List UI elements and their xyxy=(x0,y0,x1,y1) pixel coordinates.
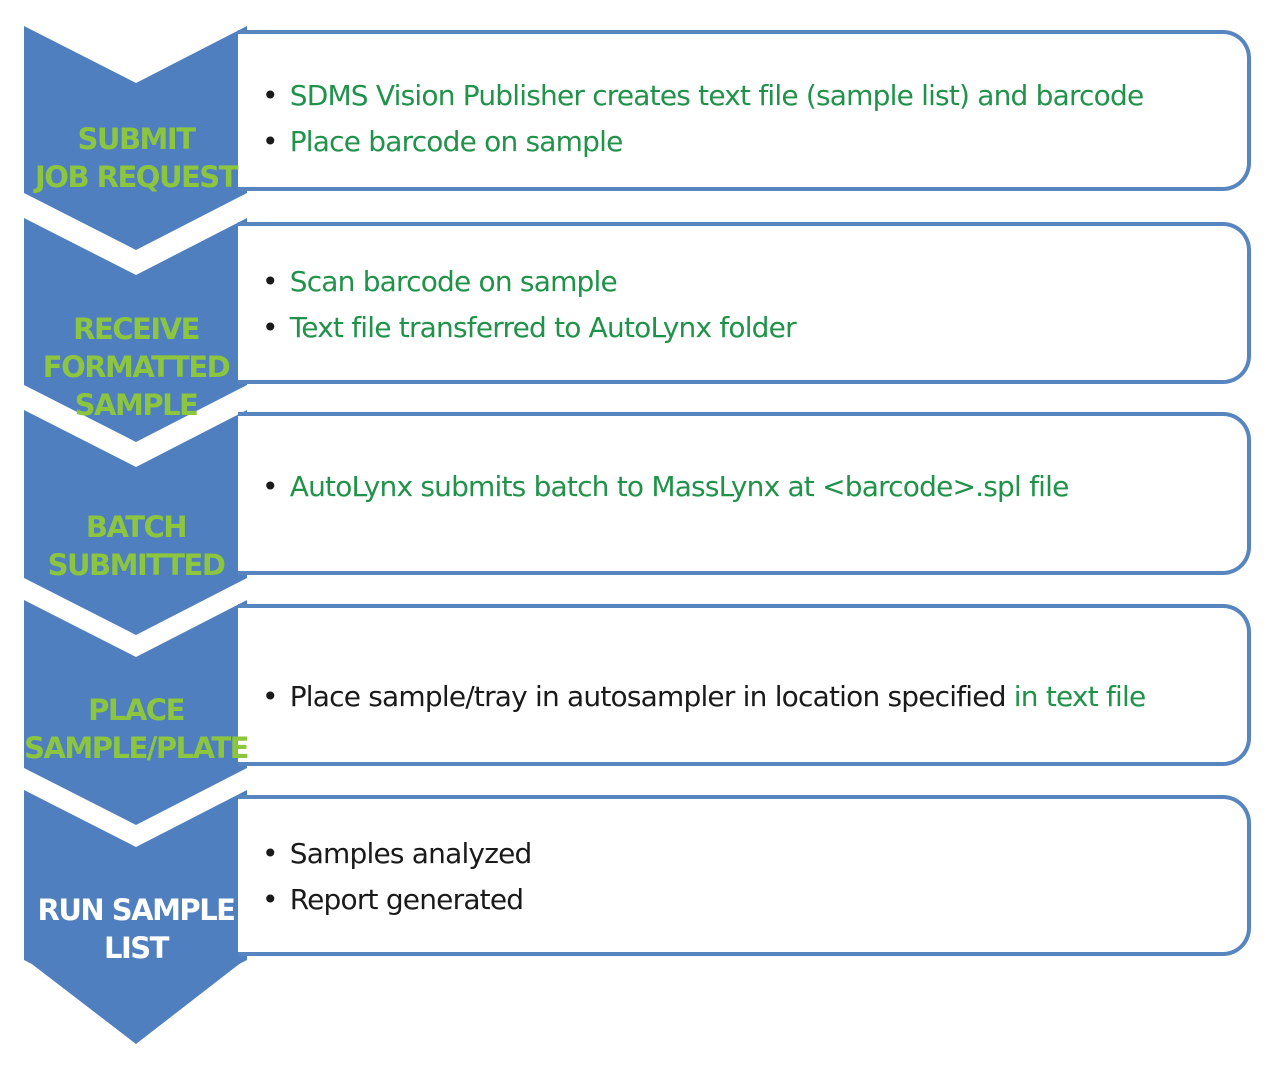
chevron-step-3 xyxy=(24,410,247,635)
step-5-label: RUN SAMPLE LIST xyxy=(24,891,248,967)
step-label-line: RECEIVE xyxy=(73,312,200,346)
step-label-line: FORMATTED xyxy=(42,350,231,384)
step-1-bullets: •SDMS Vision Publisher creates text file… xyxy=(262,73,1144,165)
chevron-arrow-tip xyxy=(24,958,247,1044)
step-3-box xyxy=(238,412,1251,575)
bullet-item: •Text file transferred to AutoLynx folde… xyxy=(262,311,797,344)
chevron-step-2 xyxy=(24,218,247,442)
step-label-line: SAMPLE/PLATE xyxy=(24,731,249,765)
step-label-line: PLACE xyxy=(88,693,185,727)
bullet-text: SDMS Vision Publisher creates text file … xyxy=(289,79,1144,112)
step-5-box xyxy=(238,795,1251,956)
step-2-bullets: •Scan barcode on sample •Text file trans… xyxy=(262,259,797,351)
bullet-text: Place sample/tray in autosampler in loca… xyxy=(289,680,1014,713)
bullet-item: •AutoLynx submits batch to MassLynx at <… xyxy=(262,470,1070,503)
step-4-box xyxy=(238,604,1251,766)
step-label-line: BATCH xyxy=(85,510,188,544)
chevron-step-1 xyxy=(24,26,247,250)
step-2-box xyxy=(238,222,1251,384)
step-label-line: SUBMITTED xyxy=(47,548,226,582)
bullet-text: Report generated xyxy=(289,883,524,916)
bullet-text-highlight: in text file xyxy=(1013,680,1146,713)
bullet-text: Text file transferred to AutoLynx folder xyxy=(289,311,797,344)
bullet-text: Scan barcode on sample xyxy=(289,265,618,298)
bullet-item: •SDMS Vision Publisher creates text file… xyxy=(262,79,1144,112)
bullet-item: •Place sample/tray in autosampler in loc… xyxy=(262,680,1146,713)
bullet-item: •Samples analyzed xyxy=(262,837,533,870)
step-3-bullets: •AutoLynx submits batch to MassLynx at <… xyxy=(262,464,1069,510)
step-1-box xyxy=(238,30,1251,191)
step-label-line: SAMPLE xyxy=(74,388,199,422)
step-4-label: PLACE SAMPLE/PLATE xyxy=(24,691,249,767)
bullet-text: Place barcode on sample xyxy=(289,125,624,158)
bullet-text: AutoLynx submits batch to MassLynx at <b… xyxy=(289,470,1070,503)
bullet-text: Samples analyzed xyxy=(289,837,533,870)
step-2-label: RECEIVE FORMATTED SAMPLE xyxy=(24,310,248,424)
step-label-line: LIST xyxy=(104,931,169,965)
bullet-item: •Place barcode on sample xyxy=(262,125,624,158)
bullet-item: •Scan barcode on sample xyxy=(262,265,618,298)
chevron-step-4 xyxy=(24,600,247,825)
step-label-line: JOB REQUEST xyxy=(35,160,238,194)
bullet-item: •Report generated xyxy=(262,883,524,916)
step-1-label: SUBMIT JOB REQUEST xyxy=(24,120,248,196)
step-4-bullets: •Place sample/tray in autosampler in loc… xyxy=(262,674,1146,720)
step-label-line: RUN SAMPLE xyxy=(37,893,236,927)
step-label-line: SUBMIT xyxy=(77,122,196,156)
step-3-label: BATCH SUBMITTED xyxy=(24,508,248,584)
step-5-bullets: •Samples analyzed •Report generated xyxy=(262,831,532,923)
